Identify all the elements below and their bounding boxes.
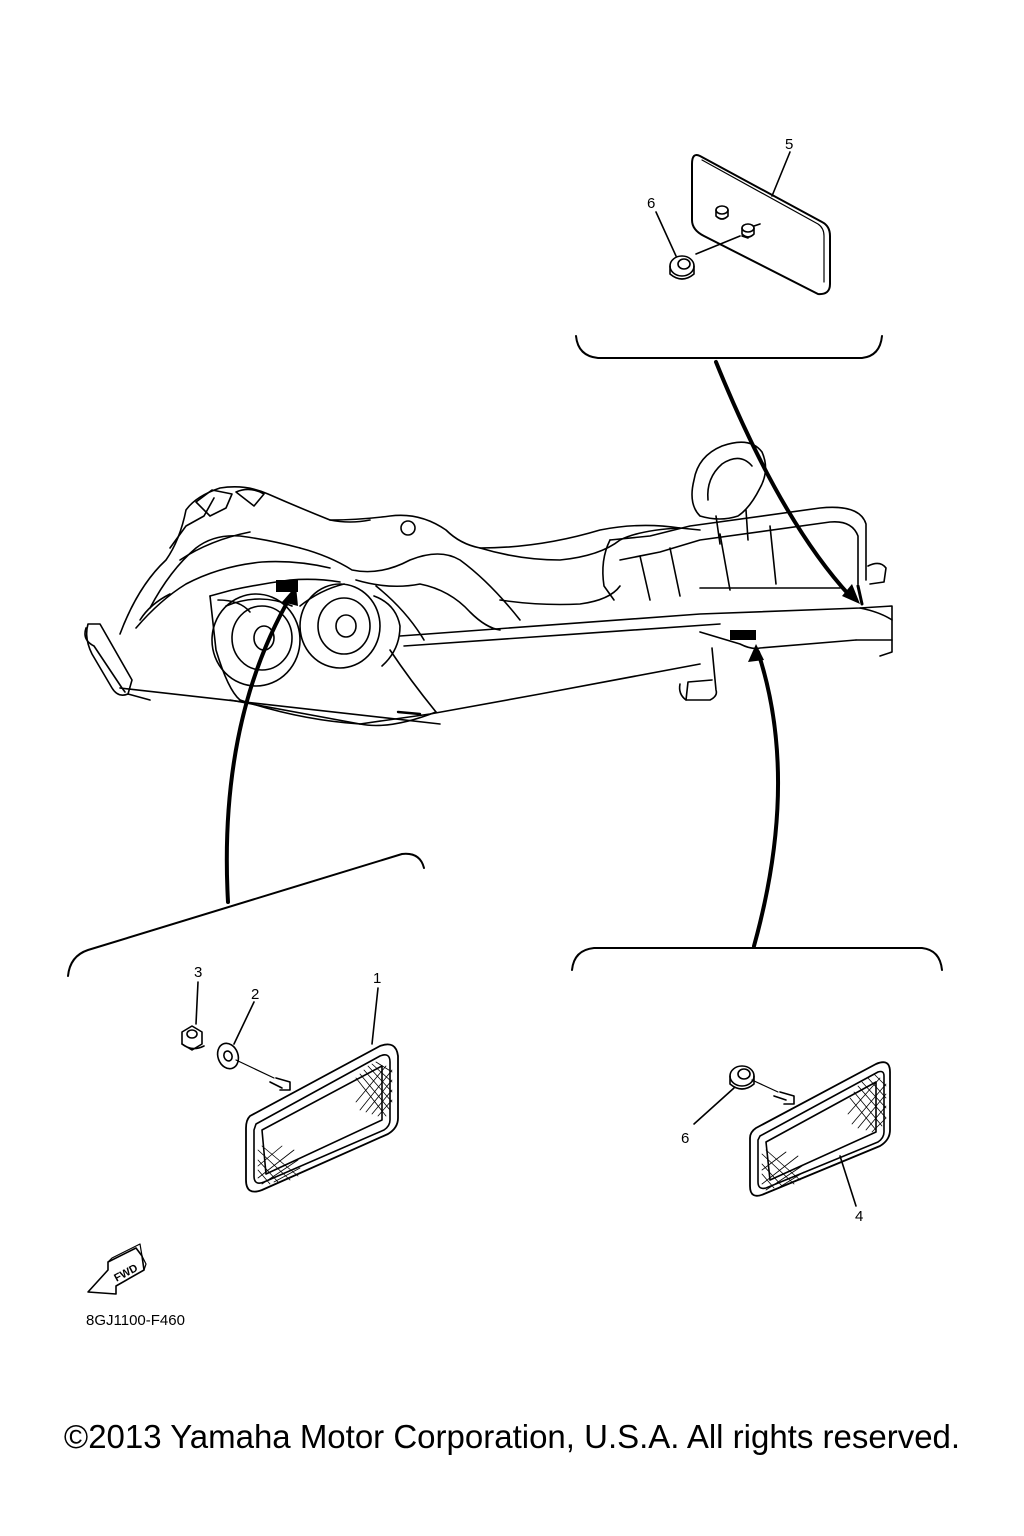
parts-diagram: FWD <box>67 151 943 1295</box>
flange-nut <box>669 255 695 280</box>
leader-lines <box>224 360 852 948</box>
callout-3: 3 <box>194 964 203 981</box>
callout-6-bottom: 6 <box>681 1130 690 1147</box>
front-reflector-detail <box>67 852 425 1193</box>
license-plate <box>691 154 831 296</box>
reflector-rear <box>749 1061 891 1197</box>
reflector-mesh <box>761 1073 887 1191</box>
snowmobile <box>84 441 893 727</box>
detail-frame-top <box>575 335 883 359</box>
reflector-front <box>245 1043 399 1193</box>
rear-reflector-detail <box>571 947 943 1207</box>
callout-5: 5 <box>785 136 794 153</box>
reflector-mesh <box>257 1061 393 1185</box>
flange-nut <box>181 1025 205 1051</box>
washer <box>216 1042 240 1070</box>
fwd-arrow-icon: FWD <box>87 1243 147 1295</box>
detail-frame-left <box>67 852 425 977</box>
diagram-code: 8GJ1100-F460 <box>86 1312 185 1329</box>
callout-4: 4 <box>855 1208 864 1225</box>
drive-clutch <box>211 583 401 687</box>
fwd-label: FWD <box>112 1262 140 1284</box>
flange-nut <box>729 1065 755 1090</box>
reflector-mark-front <box>276 580 298 592</box>
backrest <box>691 441 767 520</box>
license-plate-detail <box>575 151 883 359</box>
reflector-mark-side <box>730 630 756 640</box>
callout-6-top: 6 <box>647 195 656 212</box>
callout-1: 1 <box>373 970 382 987</box>
leader-arrowheads <box>282 584 860 662</box>
detail-frame-right <box>571 947 943 971</box>
callout-2: 2 <box>251 986 260 1003</box>
plate-stud <box>741 223 755 233</box>
copyright-notice: ©2013 Yamaha Motor Corporation, U.S.A. A… <box>63 1418 961 1455</box>
plate-stud <box>715 205 729 215</box>
